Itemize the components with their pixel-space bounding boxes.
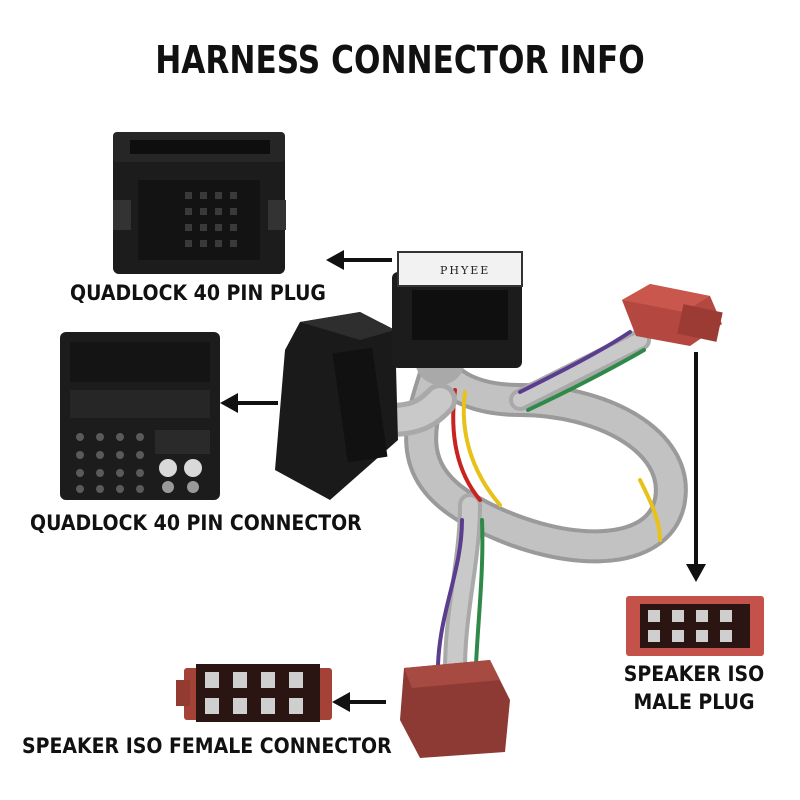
speaker-iso-female-connector bbox=[176, 664, 332, 722]
speaker-male-plug-label-line1: SPEAKER ISO bbox=[623, 662, 765, 686]
harness-speaker-iso-plug bbox=[622, 284, 723, 346]
module-brand-label: PHYEE bbox=[440, 264, 490, 277]
harness-quadlock-plug bbox=[275, 312, 398, 500]
arrow-to-speaker-female-connector bbox=[332, 692, 386, 712]
quadlock-plug-connector bbox=[113, 132, 286, 274]
arrow-to-speaker-male-plug bbox=[686, 352, 706, 582]
page-title: HARNESS CONNECTOR INFO bbox=[155, 38, 645, 82]
quadlock-plug-label: QUADLOCK 40 PIN PLUG bbox=[70, 281, 326, 305]
harness-module-box bbox=[392, 251, 523, 368]
quadlock-40-pin-connector bbox=[60, 332, 220, 500]
speaker-iso-male-plug bbox=[626, 596, 764, 656]
speaker-male-plug-label: SPEAKER ISO MALE PLUG bbox=[622, 660, 766, 716]
quadlock-connector-label: QUADLOCK 40 PIN CONNECTOR bbox=[30, 511, 362, 535]
speaker-male-plug-label-line2: MALE PLUG bbox=[633, 690, 755, 714]
speaker-female-connector-label: SPEAKER ISO FEMALE CONNECTOR bbox=[22, 734, 392, 758]
arrow-to-quadlock-connector bbox=[220, 393, 278, 413]
arrow-to-quadlock-plug bbox=[326, 250, 392, 270]
harness-speaker-iso-female bbox=[400, 660, 510, 758]
